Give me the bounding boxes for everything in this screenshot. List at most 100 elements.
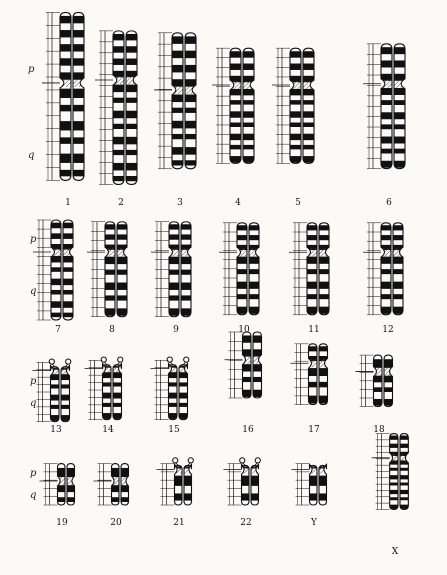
centromere-hatch: [302, 81, 315, 89]
band-dark: [242, 64, 255, 70]
band-dark: [302, 134, 315, 140]
band-dark: [50, 313, 62, 318]
band-dark: [112, 46, 125, 52]
band-dark: [399, 483, 409, 486]
centromere-hatch: [373, 368, 384, 376]
p-arm-label: p: [30, 376, 36, 387]
chromosome-6: [363, 44, 406, 169]
band-dark: [50, 405, 61, 409]
band-dark: [289, 51, 302, 57]
band-dark: [59, 58, 72, 65]
chromosome-18: [356, 355, 394, 406]
centromere-hatch: [62, 248, 74, 256]
chromosome-label-13: 13: [50, 425, 61, 435]
band-dark: [180, 257, 192, 264]
band-dark: [171, 147, 184, 155]
satellite: [184, 357, 189, 362]
band-dark: [380, 282, 392, 289]
band-dark: [171, 121, 184, 129]
band-dark: [112, 163, 125, 171]
satellite: [49, 359, 54, 364]
chromosome-1: [42, 12, 85, 180]
band-dark: [171, 108, 184, 113]
band-dark: [184, 147, 197, 155]
band-dark: [59, 137, 72, 143]
band-dark: [60, 384, 71, 388]
centromere-hatch: [104, 248, 116, 256]
band-dark: [72, 58, 85, 65]
band-dark: [50, 223, 62, 229]
band-dark: [50, 290, 62, 295]
band-dark: [180, 234, 192, 239]
band-dark: [62, 313, 74, 318]
band-dark: [392, 225, 404, 230]
chromosome-label-5: 5: [295, 198, 301, 208]
band-dark: [180, 295, 192, 300]
band-dark: [171, 65, 184, 72]
band-dark: [242, 134, 255, 140]
band-dark: [72, 121, 85, 130]
band-dark: [62, 233, 74, 239]
centromere-hatch: [242, 356, 253, 364]
band-dark: [242, 51, 255, 57]
band-dark: [380, 88, 393, 95]
centromere-hatch: [392, 248, 404, 256]
band-dark: [318, 235, 330, 240]
band-dark: [306, 294, 318, 299]
band-dark: [392, 282, 404, 289]
band-dark: [184, 108, 197, 113]
band-dark: [229, 111, 242, 117]
chromosome-label-20: 20: [110, 518, 121, 528]
chromosome-3: [154, 33, 197, 169]
band-dark: [125, 98, 138, 103]
satellite: [188, 458, 193, 463]
band-dark: [248, 235, 260, 240]
band-dark: [102, 403, 113, 407]
band-dark: [306, 225, 318, 230]
band-dark: [50, 395, 61, 401]
band-dark: [62, 223, 74, 229]
band-dark: [104, 270, 116, 275]
q-arm-label: q: [30, 398, 36, 409]
band-dark: [112, 85, 125, 93]
chromosome-16: [225, 332, 263, 398]
band-dark: [180, 224, 192, 229]
band-dark: [229, 51, 242, 57]
band-dark: [318, 382, 329, 388]
band-dark: [229, 64, 242, 70]
band-dark: [72, 170, 85, 176]
band-dark: [392, 294, 404, 299]
centromere-hatch: [399, 454, 409, 462]
band-dark: [50, 279, 62, 286]
p-arm-label: p: [28, 64, 34, 75]
band-dark: [289, 134, 302, 140]
centromere-hatch: [50, 248, 62, 256]
band-dark: [392, 269, 404, 274]
band-dark: [393, 124, 406, 129]
band-dark: [389, 468, 399, 471]
centromere-hatch: [289, 81, 302, 89]
band-dark: [306, 257, 318, 264]
band-dark: [380, 100, 393, 105]
band-dark: [104, 224, 116, 229]
q-arm-label: q: [28, 150, 34, 161]
band-dark: [318, 282, 330, 289]
centromere-hatch: [248, 248, 260, 256]
band-dark: [248, 294, 260, 299]
band-dark: [380, 60, 393, 67]
band-dark: [380, 225, 392, 230]
band-dark: [178, 393, 189, 399]
band-dark: [236, 235, 248, 240]
band-dark: [62, 267, 74, 272]
band-dark: [393, 88, 406, 95]
band-dark: [393, 112, 406, 119]
band-dark: [116, 295, 128, 300]
band-dark: [112, 111, 125, 119]
band-dark: [318, 257, 330, 264]
band-dark: [399, 444, 409, 448]
chromosome-label-19: 19: [56, 518, 67, 528]
band-dark: [112, 382, 123, 386]
band-dark: [399, 468, 409, 471]
centromere-hatch: [242, 81, 255, 89]
